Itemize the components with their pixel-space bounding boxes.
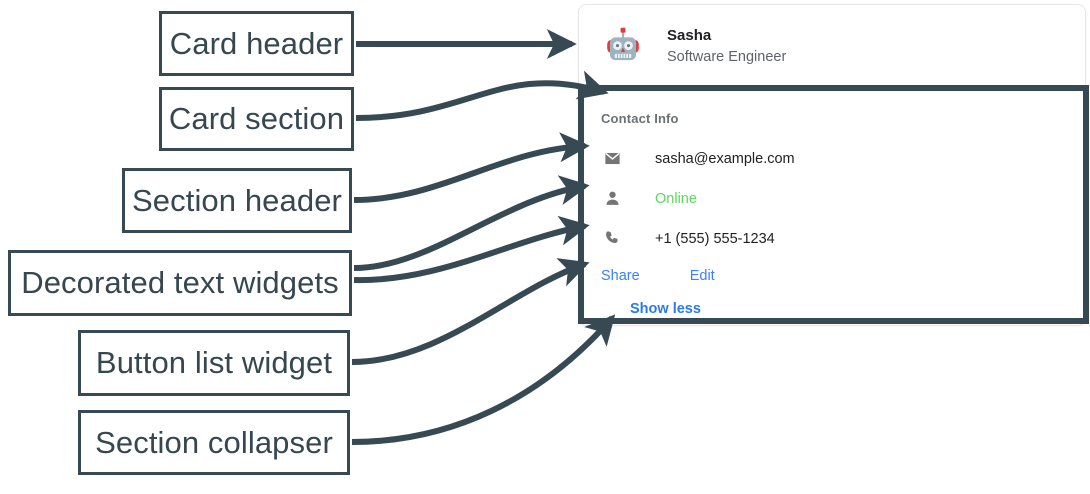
status-value: Online — [655, 190, 697, 207]
decorated-text-widget-email: sasha@example.com — [601, 144, 1085, 173]
callout-label: Card section — [168, 101, 345, 136]
callout-label: Section header — [132, 182, 342, 218]
callout-section-collapser: Section collapser — [78, 410, 350, 475]
show-less-button[interactable]: Show less — [630, 301, 701, 317]
callout-label: Card header — [169, 25, 344, 61]
callout-decorated-text-widgets: Decorated text widgets — [8, 250, 352, 316]
callout-card-section: Card section — [159, 87, 354, 151]
card-section: Contact Info sasha@example.com — [579, 89, 1085, 325]
decorated-text-widget-phone: +1 (555) 555-1234 — [601, 224, 1085, 253]
person-subtitle: Software Engineer — [667, 49, 787, 65]
phone-value: +1 (555) 555-1234 — [655, 230, 775, 247]
callout-label: Section collapser — [95, 424, 333, 460]
header-text-block: Sasha Software Engineer — [667, 26, 786, 68]
connector-decorated-1 — [353, 175, 590, 271]
card-header: Sasha Software Engineer — [579, 5, 1085, 89]
email-value: sasha@example.com — [655, 150, 795, 167]
share-button[interactable]: Share — [601, 268, 640, 284]
callout-label: Decorated text widgets — [21, 265, 339, 300]
callout-button-list-widget: Button list widget — [78, 330, 350, 396]
person-icon — [601, 189, 623, 208]
callout-label: Button list widget — [95, 345, 333, 380]
callout-card-header: Card header — [159, 11, 354, 76]
decorated-text-widget-status: Online — [601, 184, 1085, 213]
section-collapser: Show less — [630, 300, 1085, 318]
connector-button-list — [351, 258, 590, 365]
button-list-widget: Share Edit — [601, 264, 1085, 288]
robot-avatar-icon — [607, 27, 639, 61]
section-header: Contact Info — [601, 111, 679, 126]
phone-icon — [601, 229, 623, 248]
edit-button[interactable]: Edit — [689, 268, 715, 284]
connector-decorated-2 — [353, 215, 590, 284]
connector-section-header — [353, 132, 590, 203]
connector-section-collapser — [351, 314, 616, 445]
person-name: Sasha — [667, 27, 712, 44]
email-icon — [601, 149, 623, 168]
callout-section-header: Section header — [122, 168, 352, 233]
connector-card-section — [355, 70, 609, 121]
profile-card: Sasha Software Engineer Contact Info sas… — [578, 4, 1086, 326]
